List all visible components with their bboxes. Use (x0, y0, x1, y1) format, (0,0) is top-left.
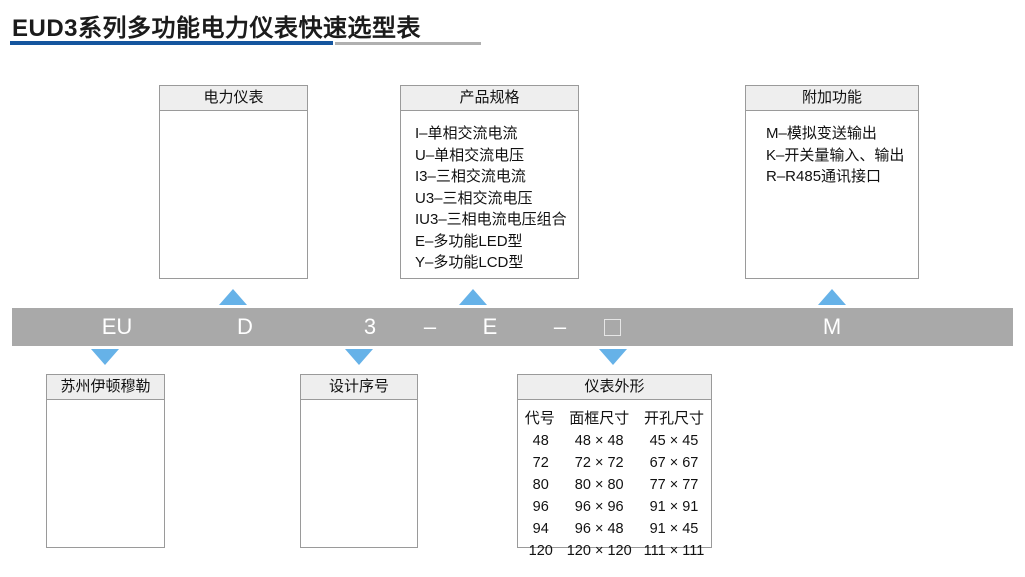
table-row: 94 96 × 48 91 × 45 (519, 518, 711, 540)
list-item: E–多功能LED型 (415, 232, 523, 250)
table-column-header: 代号 (524, 410, 555, 427)
list-item: K–开关量输入、输出 (766, 146, 905, 164)
box-product-spec-header: 产品规格 (401, 86, 578, 111)
arrow-down-design-icon (345, 349, 373, 365)
box-extra-function-body: M–模拟变送输出 K–开关量输入、输出 R–R485通讯接口 (746, 111, 918, 188)
table-cell: 80 × 80 (574, 477, 624, 493)
table-cell: 111 × 111 (643, 543, 705, 559)
list-item: U–单相交流电压 (415, 146, 525, 164)
table-cell: 96 × 48 (574, 521, 624, 537)
box-extra-function: 附加功能 M–模拟变送输出 K–开关量输入、输出 R–R485通讯接口 (745, 85, 919, 279)
list-item: I3–三相交流电流 (415, 168, 526, 185)
box-product-spec-list: I–单相交流电流 U–单相交流电压 I3–三相交流电流 U3–三相交流电压 IU3–三相… (415, 123, 578, 274)
title-rule-gray (335, 42, 481, 45)
arrow-up-extra-function-icon (818, 289, 846, 305)
table-row: 96 96 × 96 91 × 91 (519, 496, 711, 518)
table-cell: 72 (532, 455, 549, 471)
box-extra-function-list: M–模拟变送输出 K–开关量输入、输出 R–R485通讯接口 (766, 123, 918, 188)
table-cell: 72 × 72 (574, 455, 624, 471)
meter-shape-table-body: 48 48 × 48 45 × 45 72 72 × 72 67 × 67 80 80 × 8… (519, 430, 711, 562)
code-segment-placeholder-square-icon (604, 319, 621, 336)
table-cell: 48 (532, 433, 549, 449)
table-row: 72 72 × 72 67 × 67 (519, 452, 711, 474)
table-cell: 67 × 67 (649, 455, 699, 471)
arrow-up-product-spec-icon (459, 289, 487, 305)
table-cell: 120 × 120 (566, 543, 632, 559)
code-segment-eu: EU (101, 314, 133, 339)
box-design-serial-header: 设计序号 (301, 375, 417, 400)
arrow-down-shape-icon (599, 349, 627, 365)
box-power-meter: 电力仪表 (159, 85, 308, 279)
table-cell: 96 (532, 499, 549, 515)
arrow-down-brand-icon (91, 349, 119, 365)
code-segment-d: D (237, 314, 253, 339)
code-segment-m: M (822, 314, 842, 339)
table-row: 48 48 × 48 45 × 45 (519, 430, 711, 452)
code-segment-e: E (482, 314, 498, 339)
box-brand-body (47, 400, 164, 412)
box-design-serial: 设计序号 (300, 374, 418, 548)
list-item: U3–三相交流电压 (415, 189, 533, 207)
table-row: 120 120 × 120 111 × 111 (519, 540, 711, 562)
table-cell: 120 (528, 543, 553, 559)
code-segment-dash-2: – (553, 314, 567, 339)
table-cell: 91 × 45 (649, 521, 699, 537)
box-power-meter-body (160, 111, 307, 123)
box-meter-shape-header: 仪表外形 (518, 375, 711, 400)
box-product-spec-body: I–单相交流电流 U–单相交流电压 I3–三相交流电流 U3–三相交流电压 IU3–三相… (401, 111, 578, 274)
table-cell: 80 (532, 477, 549, 493)
table-column-header: 开孔尺寸 (643, 410, 704, 427)
table-column-header: 面框尺寸 (569, 410, 630, 427)
list-item: M–模拟变送输出 (766, 125, 877, 142)
code-segment-dash-1: – (423, 314, 437, 339)
page-title: EUD3系列多功能电力仪表快速选型表 (12, 15, 422, 42)
table-cell: 45 × 45 (649, 433, 699, 449)
meter-shape-table: 代号面框尺寸开孔尺寸 48 48 × 48 45 × 45 72 72 × 72 67 ×… (519, 408, 711, 562)
list-item: I–单相交流电流 (415, 125, 518, 142)
list-item: Y–多功能LCD型 (415, 254, 524, 271)
arrow-up-power-meter-icon (219, 289, 247, 305)
table-header-row: 代号面框尺寸开孔尺寸 (519, 408, 711, 430)
box-power-meter-header: 电力仪表 (160, 86, 307, 111)
meter-shape-table-head: 代号面框尺寸开孔尺寸 (519, 408, 711, 430)
table-cell: 48 × 48 (574, 433, 624, 449)
title-rule-blue (10, 41, 333, 45)
list-item: IU3–三相电流电压组合 (415, 211, 567, 228)
model-code-bar: EU D 3 – E – M (12, 308, 1013, 346)
list-item: R–R485通讯接口 (766, 168, 882, 185)
table-cell: 77 × 77 (649, 477, 699, 493)
box-design-serial-body (301, 400, 417, 412)
table-cell: 96 × 96 (574, 499, 624, 515)
code-segment-3: 3 (363, 314, 377, 339)
box-brand: 苏州伊顿穆勒 (46, 374, 165, 548)
table-cell: 91 × 91 (649, 499, 699, 515)
box-meter-shape-body: 代号面框尺寸开孔尺寸 48 48 × 48 45 × 45 72 72 × 72 67 ×… (518, 400, 711, 562)
box-meter-shape: 仪表外形 代号面框尺寸开孔尺寸 48 48 × 48 45 × 45 72 72 × 7… (517, 374, 712, 559)
box-extra-function-header: 附加功能 (746, 86, 918, 111)
table-cell: 94 (532, 521, 549, 537)
box-brand-header: 苏州伊顿穆勒 (47, 375, 164, 400)
table-row: 80 80 × 80 77 × 77 (519, 474, 711, 496)
